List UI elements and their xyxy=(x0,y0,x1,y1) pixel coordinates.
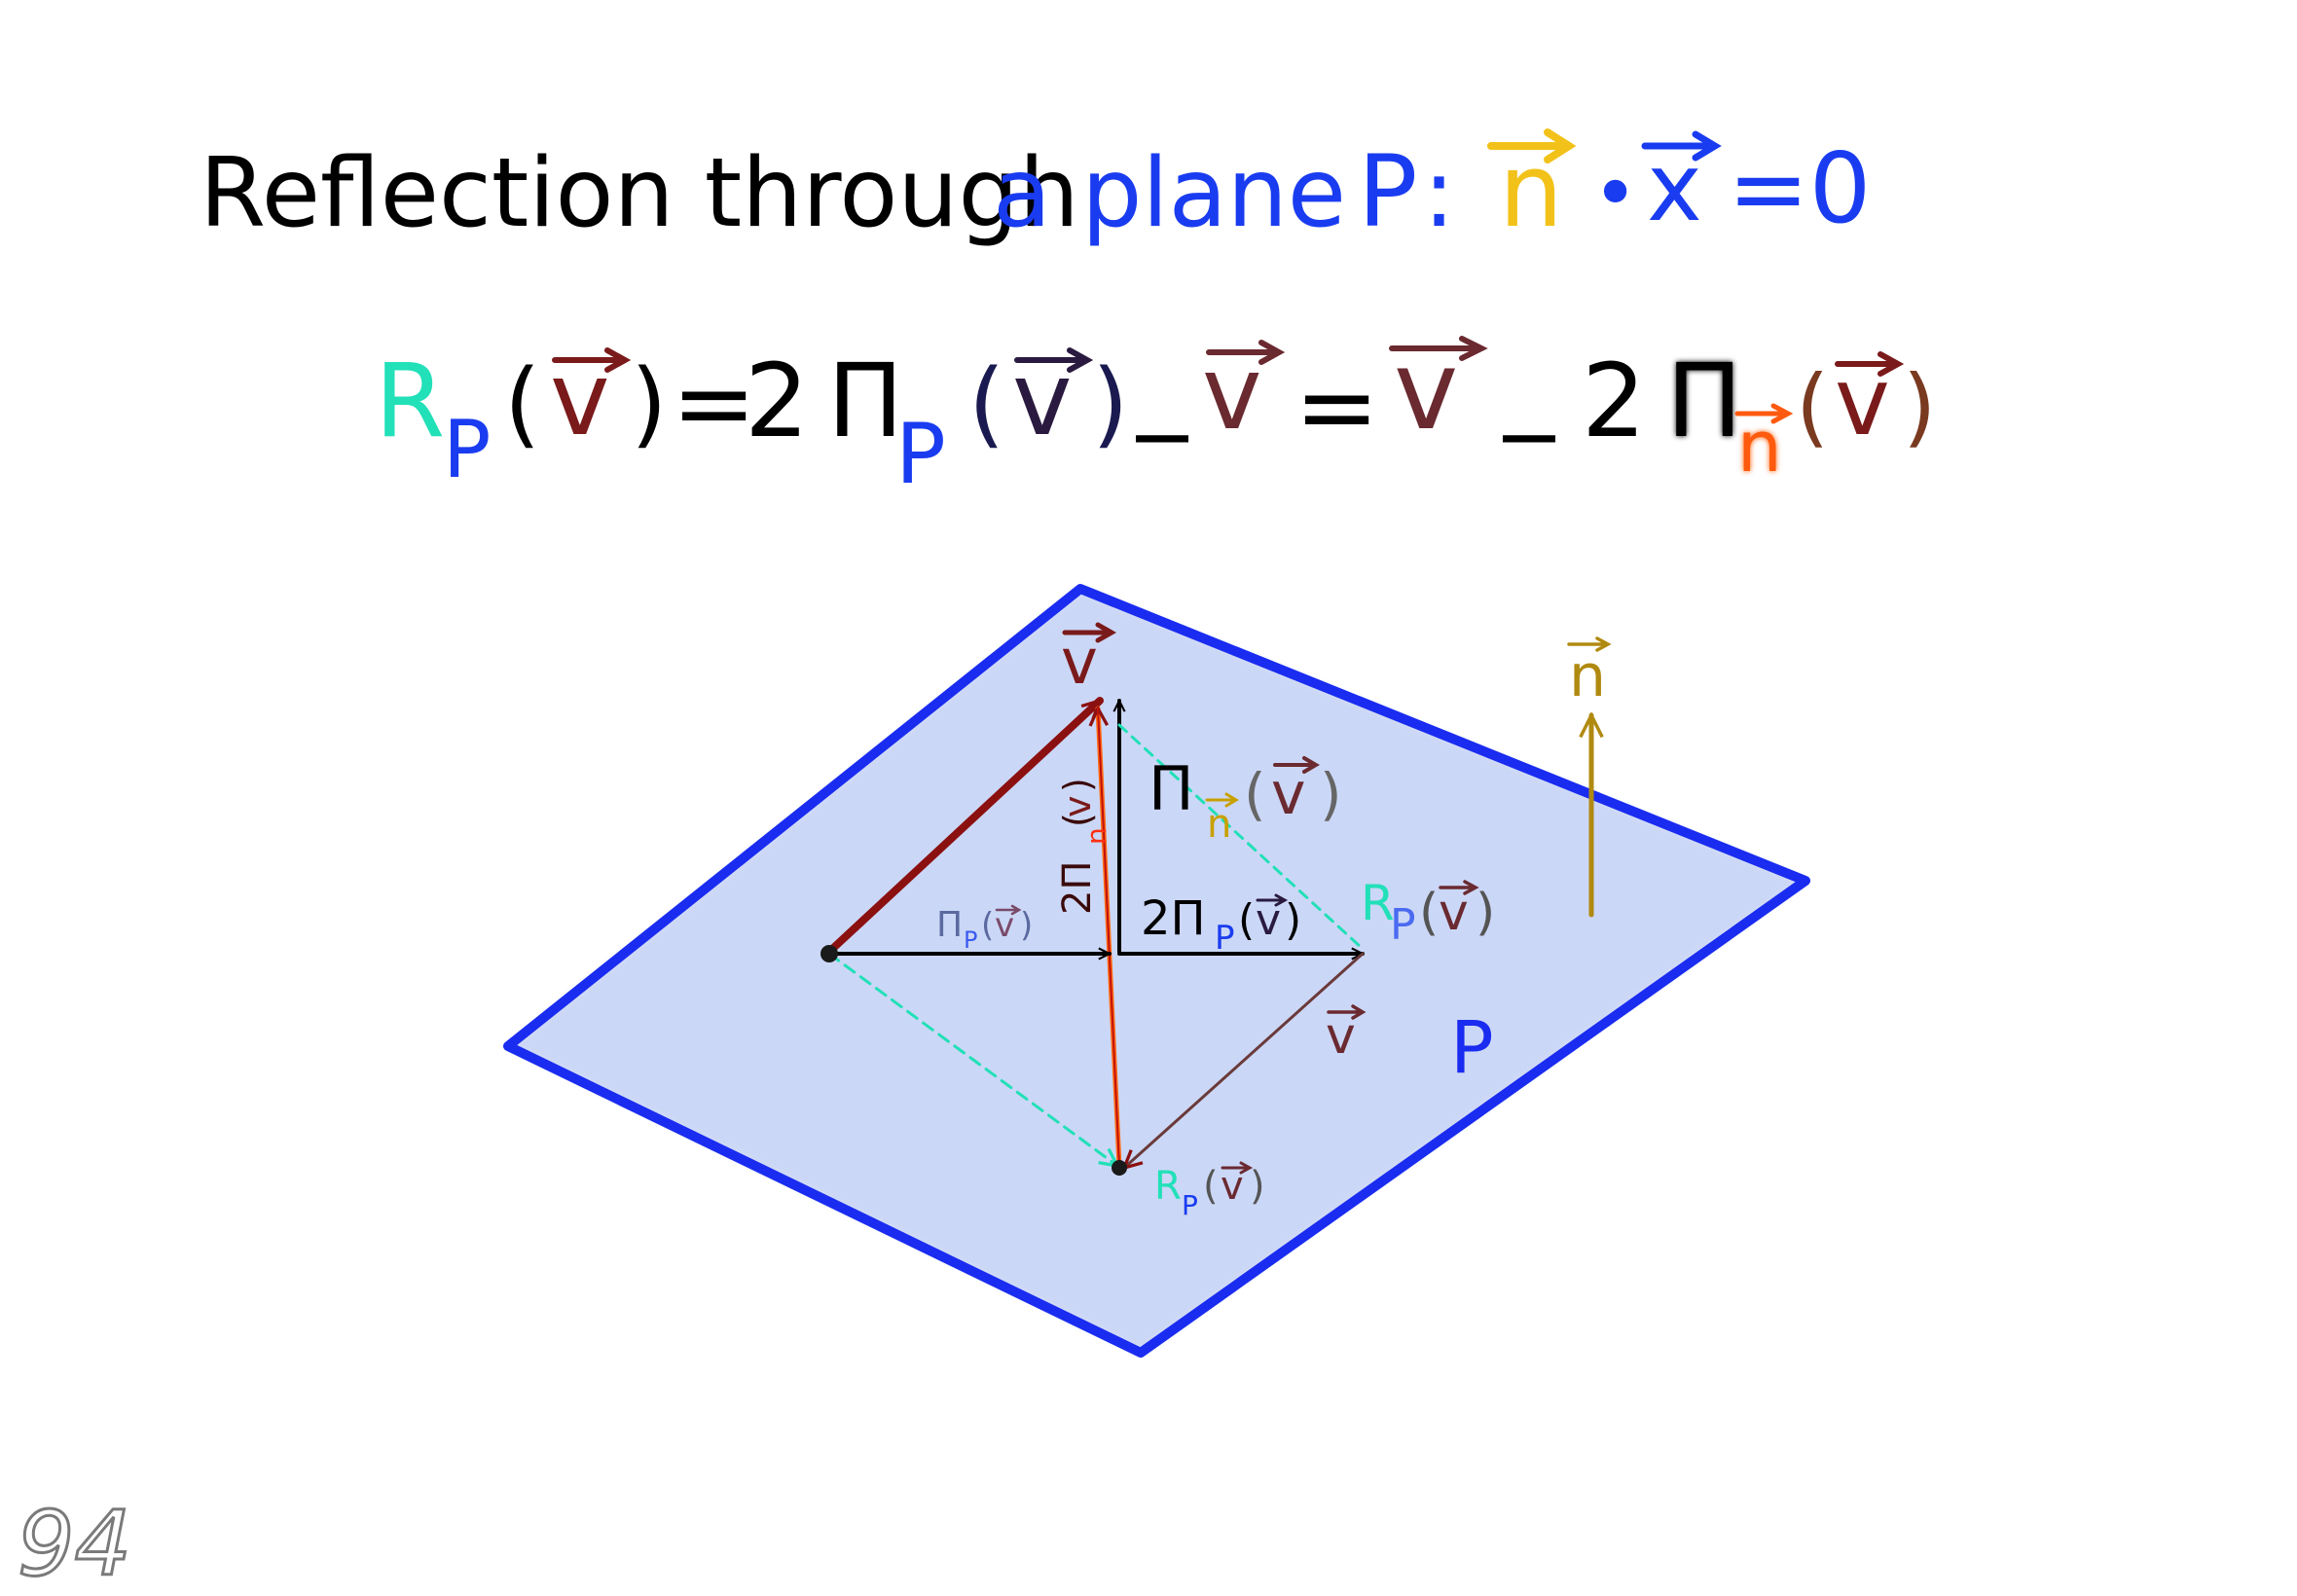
arrow-over-icon xyxy=(1062,622,1117,643)
label-2pi-n-open: ( xyxy=(1056,813,1099,827)
title-text: Reflection through xyxy=(200,138,1079,249)
label-R-right: R xyxy=(1361,875,1395,931)
vector-v xyxy=(825,697,1104,956)
diagram-labels: v Π n ( v ) 2Π n v ( ) Π P ( v ) xyxy=(936,622,1612,1221)
label-n-normal: n xyxy=(1569,642,1606,710)
formula-minus-1: _ xyxy=(1135,324,1189,443)
arrow-over-icon xyxy=(1641,130,1722,162)
vector-diagram xyxy=(820,697,1591,1176)
label-R-bottom: R xyxy=(1154,1164,1182,1209)
formula-open-3: ( xyxy=(1796,356,1829,456)
label-2pi-P-v: v xyxy=(1256,895,1281,945)
label-R-right-close: ) xyxy=(1476,884,1495,942)
label-2pi-n-sub: n xyxy=(1080,827,1112,845)
formula-close-2: ) xyxy=(1092,349,1128,458)
label-v-top: v xyxy=(1061,627,1098,699)
arrow-over-icon xyxy=(1487,128,1577,163)
label-2pi-P-text: 2Π xyxy=(1141,891,1206,946)
arrow-over-icon xyxy=(1439,880,1479,895)
formula-open-1: ( xyxy=(504,349,540,458)
title-plane-name: P xyxy=(1358,134,1418,250)
arrow-over-icon xyxy=(1206,340,1286,365)
label-R-bottom-v: v xyxy=(1221,1164,1244,1209)
label-2pi-P-sub: P xyxy=(1215,919,1235,958)
reflection-formula: R P ( v ) = 2 Π P ( v ) _ v = v _ 2 Π n xyxy=(375,324,1936,503)
arrow-over-icon xyxy=(1835,351,1905,377)
formula-pi-1: Π xyxy=(827,342,903,460)
arrow-over-icon xyxy=(1567,636,1612,652)
label-R-right-sub: P xyxy=(1390,900,1416,950)
label-2pi-n-v: v xyxy=(1056,796,1099,818)
vector-2pi-n-inner xyxy=(1097,707,1120,1167)
title-x: x xyxy=(1647,133,1702,242)
title-x-vector: x xyxy=(1641,130,1722,242)
label-pi-n-open: ( xyxy=(1244,761,1266,827)
label-pi-P-open: ( xyxy=(981,906,994,945)
arrow-over-icon xyxy=(1273,756,1320,774)
plane-outline xyxy=(503,584,1810,1358)
title: Reflection through a plane P : n • x =0 xyxy=(200,128,1871,250)
label-pi-n-sub: n xyxy=(1207,802,1231,847)
origin-point xyxy=(820,945,838,962)
arrow-over-icon xyxy=(1221,1161,1254,1175)
label-2pi-n-close: ) xyxy=(1056,778,1099,792)
title-plane-text: a plane xyxy=(993,138,1346,249)
label-R-bottom-close: ) xyxy=(1250,1164,1265,1209)
label-pi-P-pi: Π xyxy=(936,905,963,945)
reflection-point xyxy=(1112,1160,1127,1176)
arrow-over-icon xyxy=(1734,403,1794,424)
label-R-bottom-open: ( xyxy=(1203,1164,1219,1209)
label-R-bottom-sub: P xyxy=(1182,1189,1198,1221)
label-2pi-P-close: ) xyxy=(1285,895,1301,945)
arrow-over-icon xyxy=(1327,1004,1367,1020)
label-pi-P-v: v xyxy=(995,906,1014,945)
formula-close-1: ) xyxy=(631,349,667,458)
label-2pi-n-text: 2Π xyxy=(1055,860,1100,915)
arrow-over-icon xyxy=(1014,347,1094,373)
title-n: n xyxy=(1499,131,1563,250)
formula-pi-2: Π xyxy=(1666,342,1742,460)
vector-minus-v xyxy=(1124,952,1365,1168)
label-pi-P-close: ) xyxy=(1020,906,1033,945)
formula-pi-subscript-1: P xyxy=(895,406,946,503)
label-plane-P: P xyxy=(1450,1006,1494,1090)
arrow-over-icon xyxy=(1205,792,1239,808)
label-R-right-open: ( xyxy=(1419,884,1439,942)
title-colon: : xyxy=(1423,138,1455,249)
formula-minus-2: _ xyxy=(1502,324,1556,443)
plane-P xyxy=(503,584,1810,1358)
arrow-over-icon xyxy=(1256,893,1289,907)
formula-R-subscript: P xyxy=(443,404,491,496)
title-equals-zero: =0 xyxy=(1728,131,1871,245)
label-minus-v: v xyxy=(1326,1007,1356,1066)
label-pi-P-sub: P xyxy=(964,926,977,954)
formula-two-1: 2 xyxy=(745,342,809,460)
formula-open-2: ( xyxy=(968,349,1004,458)
arrow-over-icon xyxy=(1389,336,1488,361)
title-normal-vector: n xyxy=(1487,128,1577,250)
label-2pi-n: 2Π n v ( ) xyxy=(1055,778,1112,915)
label-pi-n-v: v xyxy=(1271,760,1306,828)
label-pi-n-pi: Π xyxy=(1148,753,1194,824)
label-2pi-P-open: ( xyxy=(1238,895,1255,945)
dashed-teal-2 xyxy=(827,952,1117,1166)
label-pi-n-close: ) xyxy=(1320,761,1342,827)
arrow-over-icon xyxy=(995,904,1022,916)
page-number: 94 xyxy=(18,1492,131,1596)
plane-fill xyxy=(508,589,1805,1353)
formula-two-2: 2 xyxy=(1582,342,1646,460)
formula-R: R xyxy=(375,342,445,460)
arrow-over-icon xyxy=(552,347,632,373)
title-dot: • xyxy=(1592,148,1638,238)
dashed-teal-1 xyxy=(1117,723,1365,951)
formula-eq-1: = xyxy=(672,344,756,462)
formula-close-3: ) xyxy=(1903,356,1936,456)
formula-eq-2: = xyxy=(1294,347,1379,466)
